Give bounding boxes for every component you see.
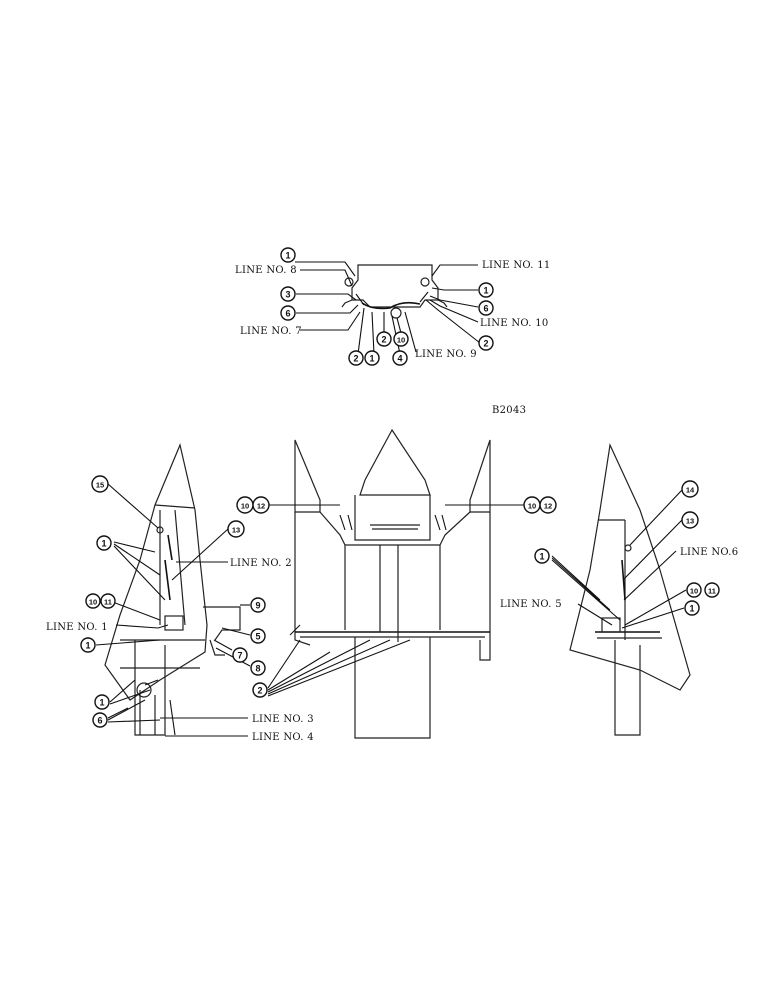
callout-7: 7 [232, 647, 248, 663]
callout-15: 15 [91, 475, 109, 493]
svg-text:11: 11 [708, 587, 716, 596]
label-line-3: LINE NO. 3 [252, 714, 314, 725]
svg-text:11: 11 [104, 598, 112, 607]
label-line-11: LINE NO. 11 [482, 260, 551, 271]
center-view-leaders [267, 504, 524, 697]
svg-text:8: 8 [255, 664, 260, 674]
callout-1: 1 [96, 535, 112, 551]
label-line-1: LINE NO. 1 [46, 622, 108, 633]
svg-text:7: 7 [237, 651, 242, 661]
callout-2: 2 [252, 682, 268, 698]
callout-1: 1 [364, 350, 380, 366]
top-detail-view [341, 264, 448, 319]
callout-12: 12 [252, 496, 270, 514]
left-view-leaders [95, 483, 251, 737]
callout-bubbles: 1 3 6 2 1 2 10 4 1 6 2 15 13 1 10 11 1 9… [80, 247, 720, 728]
svg-text:1: 1 [99, 698, 104, 708]
label-line-5: LINE NO. 5 [500, 599, 562, 610]
svg-text:5: 5 [255, 632, 260, 642]
left-side-view [104, 443, 241, 736]
svg-text:10: 10 [528, 502, 536, 511]
label-line-9: LINE NO. 9 [415, 349, 477, 360]
callout-1: 1 [478, 282, 494, 298]
label-line-10: LINE NO. 10 [480, 318, 549, 329]
svg-text:9: 9 [255, 601, 260, 611]
callout-13: 13 [227, 520, 245, 538]
center-front-view [289, 428, 491, 739]
svg-text:1: 1 [285, 251, 290, 261]
svg-text:10: 10 [690, 587, 698, 596]
svg-text:6: 6 [97, 716, 102, 726]
callout-10: 10 [85, 593, 101, 609]
svg-text:15: 15 [96, 481, 104, 490]
callout-14: 14 [681, 480, 699, 498]
label-line-7: LINE NO. 7 [240, 326, 302, 337]
svg-text:2: 2 [483, 339, 488, 349]
callout-1: 1 [684, 600, 700, 616]
right-view-leaders [551, 489, 687, 629]
label-line-8: LINE NO. 8 [235, 265, 297, 276]
callout-6: 6 [280, 305, 296, 321]
callout-13: 13 [681, 511, 699, 529]
svg-text:4: 4 [397, 354, 402, 364]
top-view-leaders [295, 261, 481, 355]
callout-10: 10 [236, 496, 254, 514]
svg-text:1: 1 [369, 354, 374, 364]
svg-text:12: 12 [544, 502, 552, 511]
svg-text:1: 1 [85, 641, 90, 651]
callout-10: 10 [686, 582, 702, 598]
callout-11: 11 [704, 582, 720, 598]
svg-text:1: 1 [539, 552, 544, 562]
svg-text:1: 1 [689, 604, 694, 614]
svg-text:1: 1 [101, 539, 106, 549]
callout-2: 2 [348, 350, 364, 366]
svg-text:10: 10 [241, 502, 249, 511]
callout-1: 1 [534, 548, 550, 564]
svg-text:1: 1 [483, 286, 488, 296]
callout-10: 10 [393, 331, 409, 347]
svg-text:2: 2 [257, 686, 262, 696]
svg-text:14: 14 [686, 486, 695, 495]
svg-text:13: 13 [686, 517, 694, 526]
callout-3: 3 [280, 286, 296, 302]
line-labels: LINE NO. 8 LINE NO. 7 LINE NO. 9 LINE NO… [46, 260, 738, 743]
svg-text:6: 6 [483, 304, 488, 314]
callout-2: 2 [478, 335, 494, 351]
callout-6: 6 [92, 712, 108, 728]
callout-2: 2 [376, 331, 392, 347]
svg-text:10: 10 [397, 336, 405, 345]
callout-11: 11 [100, 593, 116, 609]
callout-1: 1 [280, 247, 296, 263]
svg-text:13: 13 [232, 526, 240, 535]
drawing-code: B2043 [492, 405, 526, 416]
callout-10: 10 [523, 496, 541, 514]
label-line-4: LINE NO. 4 [252, 732, 314, 743]
svg-text:3: 3 [285, 290, 290, 300]
callout-9: 9 [250, 597, 266, 613]
svg-text:2: 2 [353, 354, 358, 364]
callout-12: 12 [539, 496, 557, 514]
callout-6: 6 [478, 300, 494, 316]
label-line-2: LINE NO. 2 [230, 558, 292, 569]
label-line-6: LINE NO.6 [680, 547, 738, 558]
svg-text:2: 2 [381, 335, 386, 345]
callout-5: 5 [250, 628, 266, 644]
callout-8: 8 [250, 660, 266, 676]
svg-text:12: 12 [257, 502, 265, 511]
svg-text:10: 10 [89, 598, 97, 607]
callout-1: 1 [80, 637, 96, 653]
callout-4: 4 [392, 350, 408, 366]
svg-text:6: 6 [285, 309, 290, 319]
callout-1: 1 [94, 694, 110, 710]
